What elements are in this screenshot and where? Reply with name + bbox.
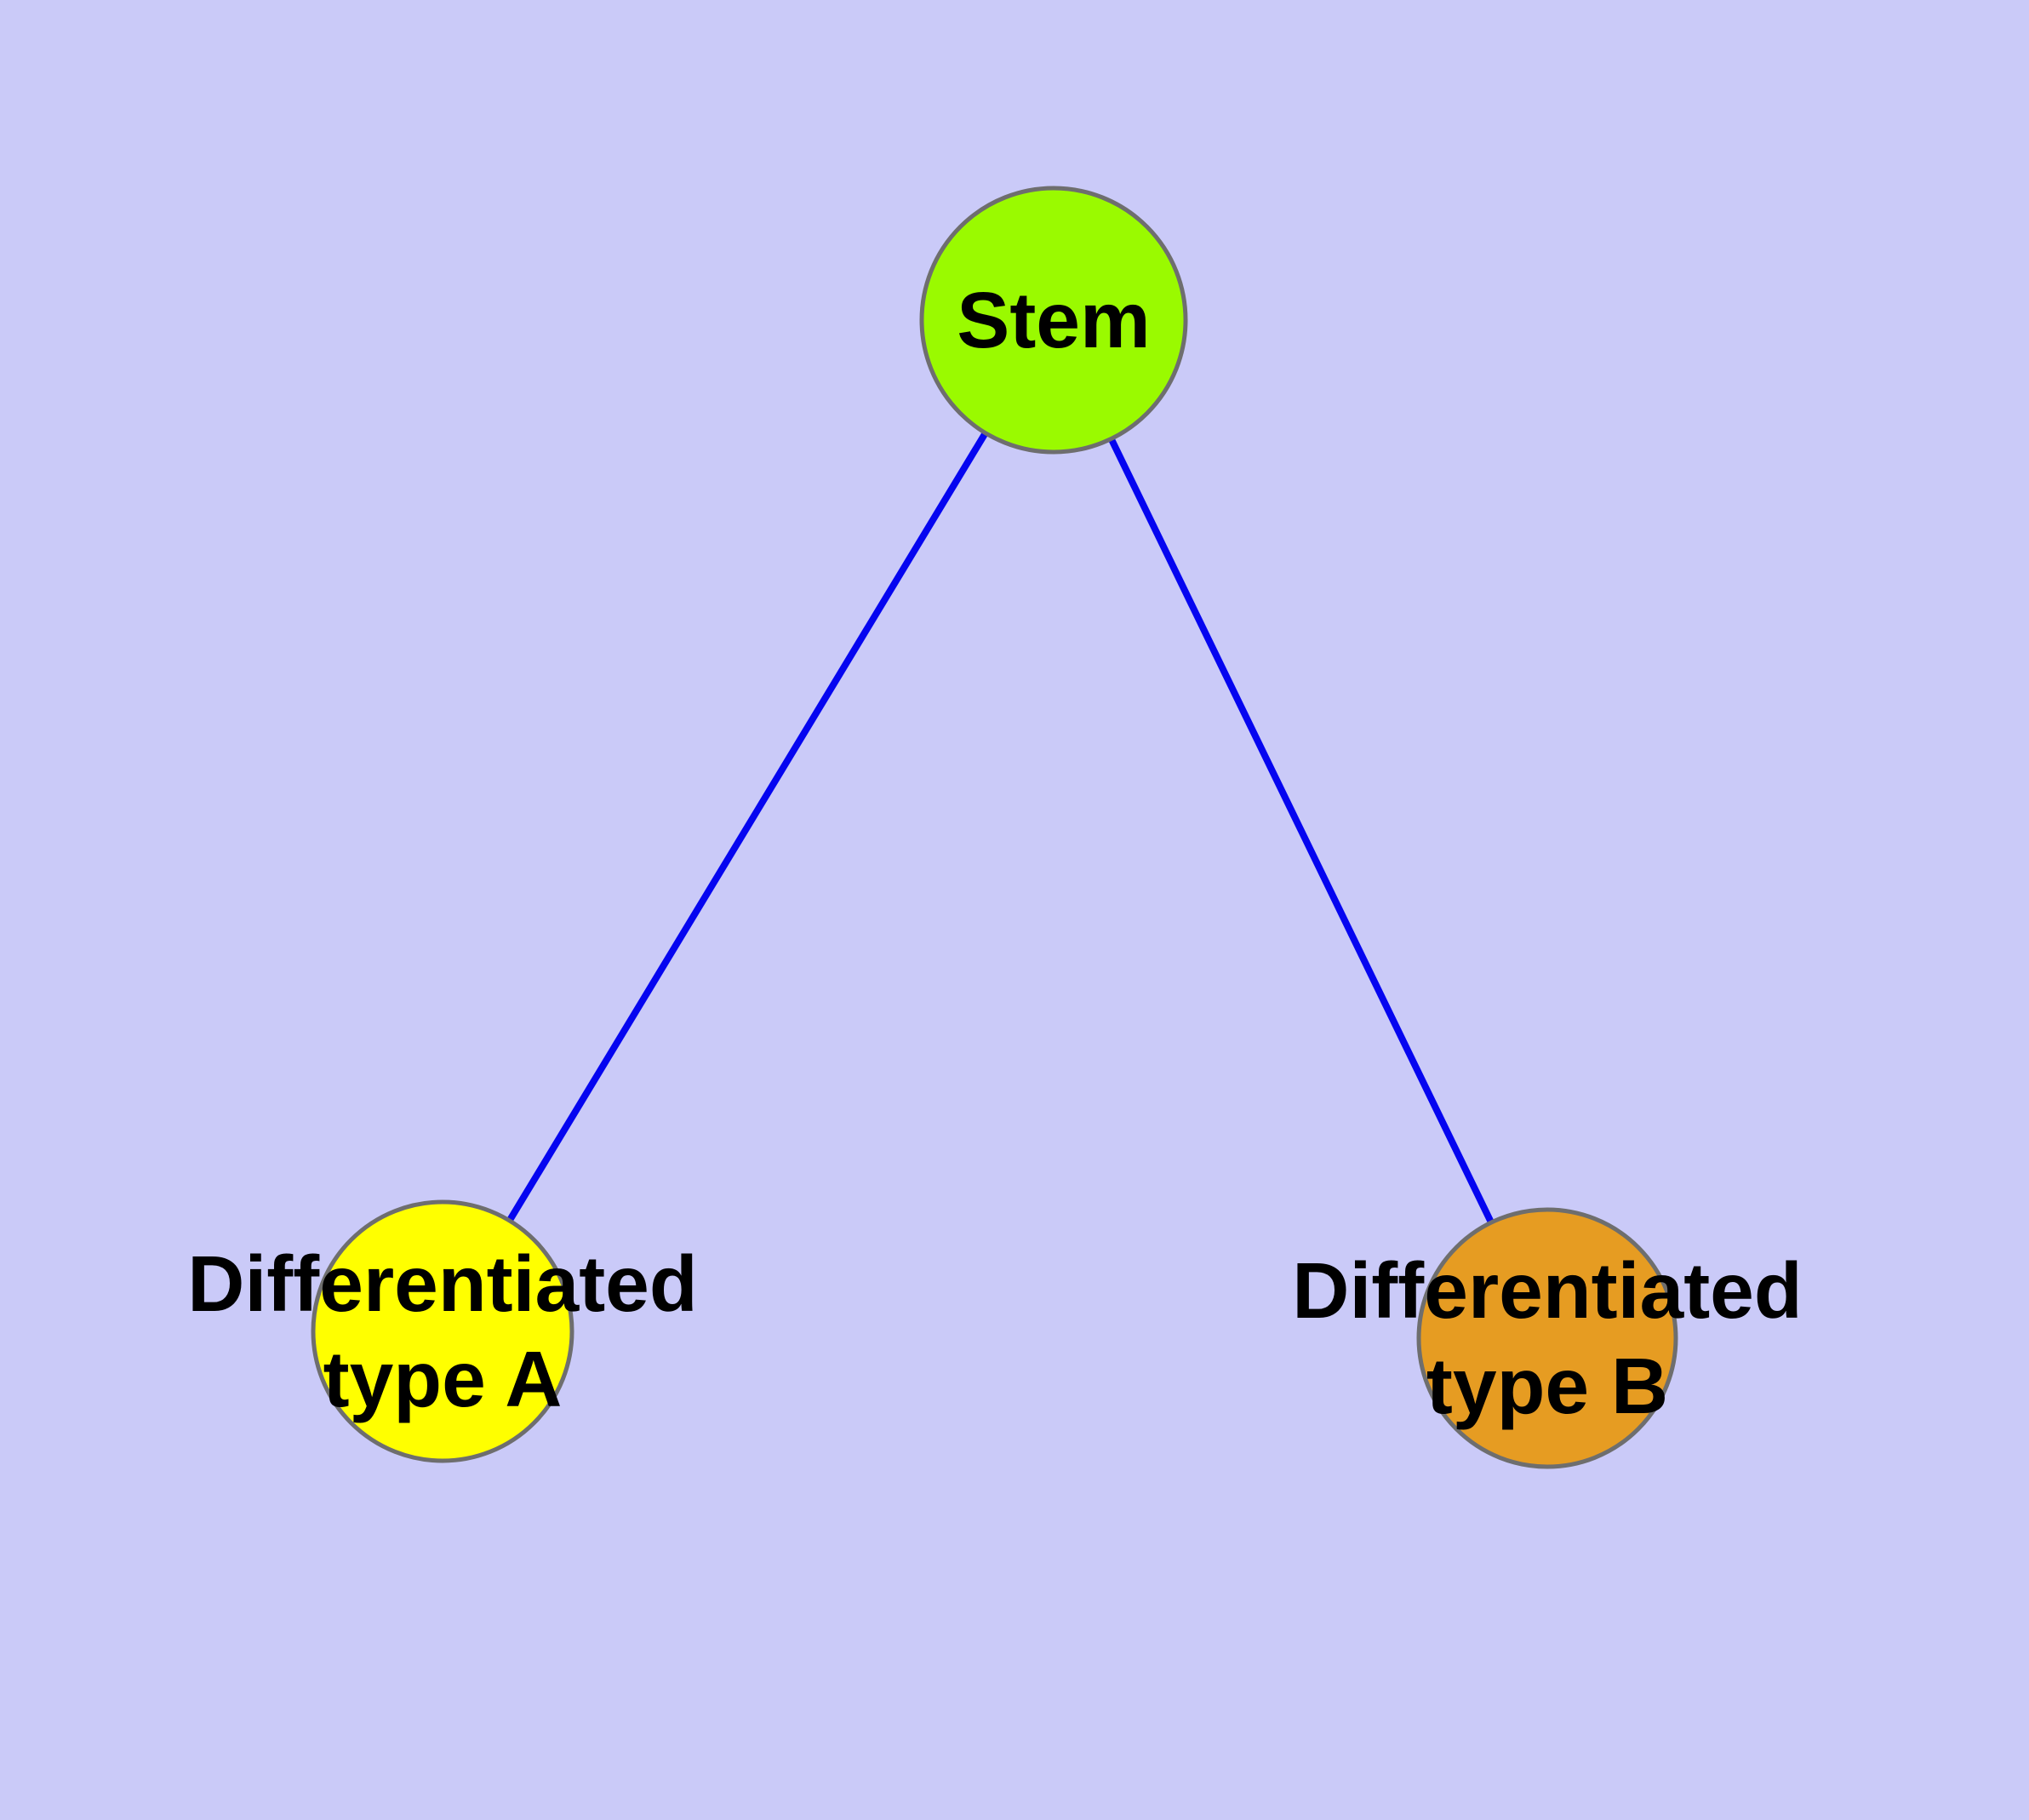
edge-stem-to-type-a xyxy=(439,318,1057,1334)
edge-stem-to-type-b xyxy=(1050,318,1551,1340)
node-circle-type-a xyxy=(311,1199,574,1463)
node-circle-stem xyxy=(919,186,1188,455)
node-circle-type-b xyxy=(1416,1207,1678,1469)
